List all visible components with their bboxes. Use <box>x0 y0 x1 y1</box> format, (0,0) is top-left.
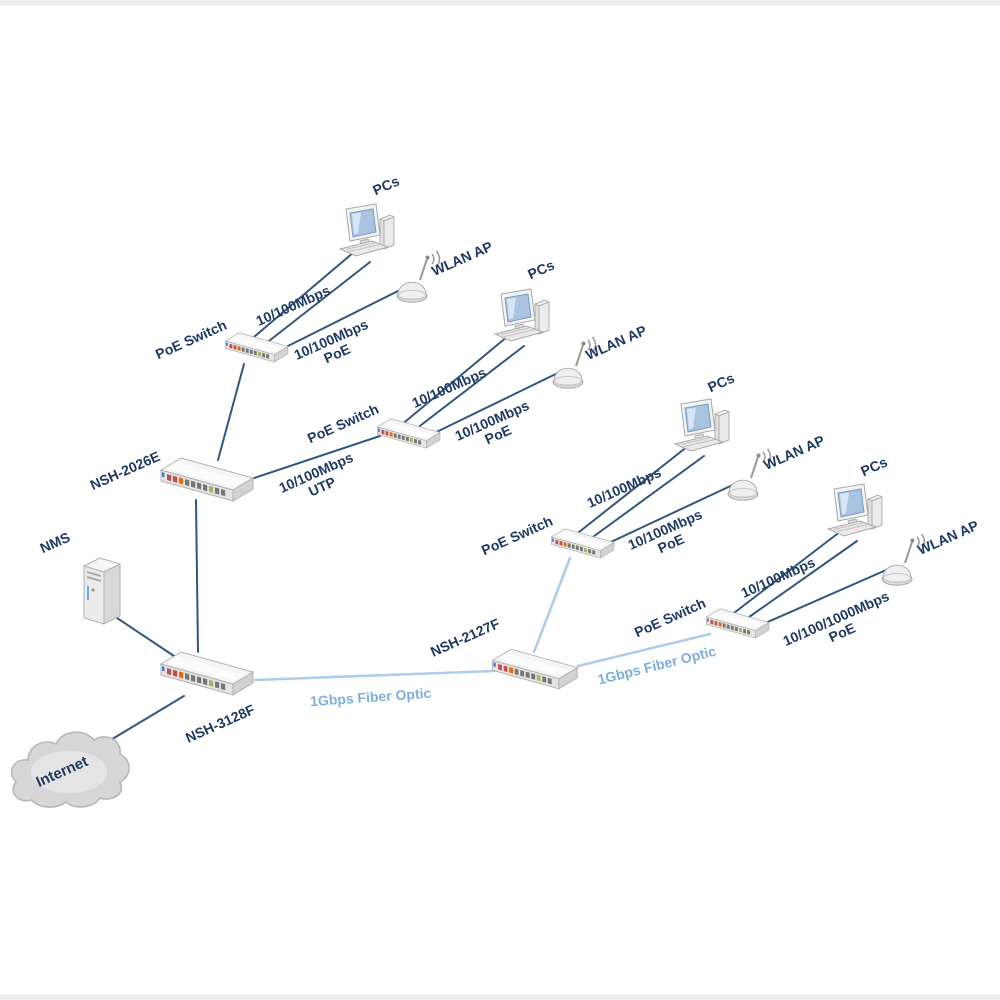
pcs-label-3: PCs <box>705 369 737 395</box>
pcs-label-1: PCs <box>370 172 402 198</box>
link-poe2-pc-b <box>411 345 525 433</box>
pcs-node-1 <box>339 203 395 257</box>
link-poe3-ap <box>597 481 740 549</box>
lan-speed-label-3: 10/100Mbps <box>584 464 663 511</box>
nsh-2127f-label: NSH-2127F <box>428 615 502 660</box>
image-border-band-bottom <box>0 994 1000 1000</box>
poe-switch-node-2 <box>377 418 441 449</box>
wlan-ap-label-4: WLAN AP <box>915 517 981 558</box>
poe-switch-label-3: PoE Switch <box>479 513 555 559</box>
link-2127f-poe4-fiber <box>576 632 712 668</box>
link-core-2127f-fiber <box>253 669 496 682</box>
wlan-ap-node-1 <box>396 250 441 304</box>
fiber-label-2: 1Gbps Fiber Optic <box>596 643 718 688</box>
nms-label: NMS <box>37 529 72 556</box>
link-poe3-pc-a <box>573 445 689 537</box>
poe-switch-node-4 <box>706 608 770 639</box>
poe-switch-label-4: PoE Switch <box>632 595 708 641</box>
pcs-label-4: PCs <box>858 453 890 479</box>
link-2026e-poe1 <box>217 363 245 461</box>
link-poe1-pc-a <box>247 251 355 343</box>
pcs-label-2: PCs <box>525 256 557 282</box>
link-poe3-pc-b <box>585 455 705 543</box>
link-2127f-poe3-fiber <box>532 556 572 654</box>
link-2026e-poe2-utp <box>253 435 381 479</box>
pcs-node-4 <box>827 483 883 537</box>
poe-switch-node-3 <box>551 528 615 559</box>
link-nms-core <box>113 615 181 661</box>
pcs-node-3 <box>674 398 730 452</box>
wlan-ap-label-3: WLAN AP <box>761 432 827 473</box>
link-poe4-ap <box>753 566 894 629</box>
fiber-label-1: 1Gbps Fiber Optic <box>310 685 432 709</box>
nsh-3128f-label: NSH-3128F <box>183 701 257 746</box>
link-core-2026e <box>195 499 199 653</box>
wlan-ap-label-2: WLAN AP <box>583 322 649 363</box>
links-layer <box>103 251 894 745</box>
poe-switch-label-1: PoE Switch <box>153 317 229 363</box>
link-poe2-pc-a <box>399 335 509 427</box>
nsh-3128f-switch <box>160 651 254 696</box>
nsh-2026e-switch <box>160 457 254 502</box>
link-poe1-ap <box>271 285 409 355</box>
link-poe4-pc-b <box>741 540 858 623</box>
nsh-2026e-label: NSH-2026E <box>88 448 163 493</box>
link-poe4-pc-a <box>729 530 842 617</box>
image-border-band-top <box>0 0 1000 6</box>
link-poe2-ap <box>423 369 565 439</box>
link-internet-core <box>103 695 185 745</box>
pcs-node-2 <box>494 288 550 342</box>
nms-server <box>83 557 121 625</box>
nsh-2127f-switch <box>492 648 578 690</box>
poe-switch-node-1 <box>225 332 289 363</box>
link-poe1-pc-b <box>259 261 371 349</box>
